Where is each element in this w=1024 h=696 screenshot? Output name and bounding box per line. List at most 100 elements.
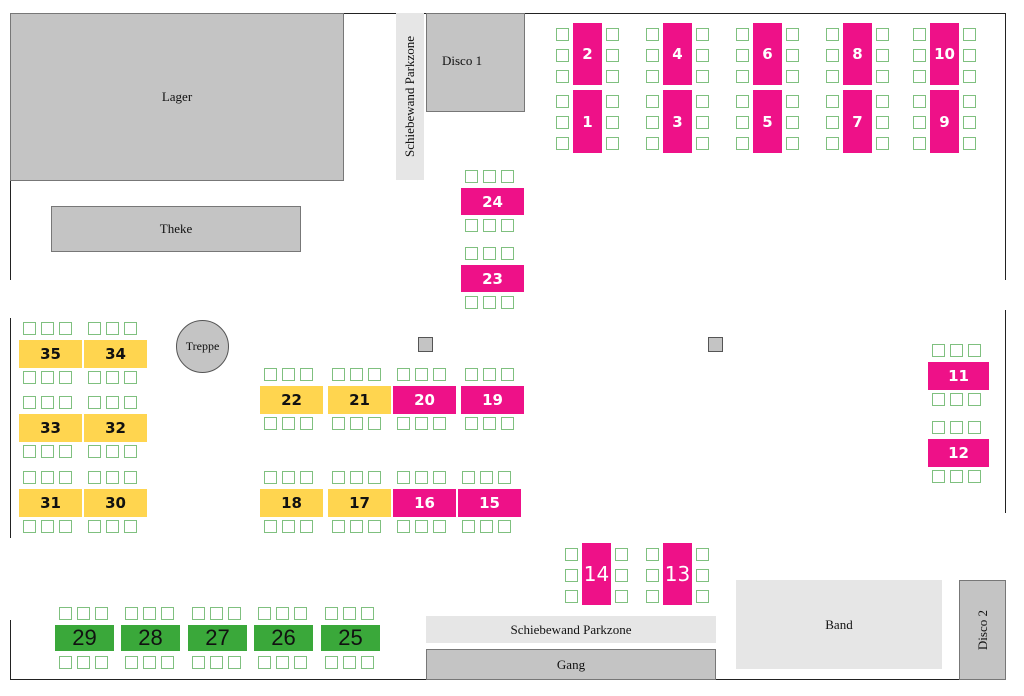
table-28[interactable]: 28 [121, 625, 180, 651]
table-20-number: 20 [414, 391, 435, 409]
table-6-number: 6 [762, 45, 773, 63]
chair [397, 417, 410, 430]
table-8[interactable]: 8 [843, 23, 872, 85]
chair [968, 470, 981, 483]
table-33[interactable]: 33 [19, 414, 82, 442]
table-29-number: 29 [72, 625, 97, 650]
schiebewand-horizontal-label: Schiebewand Parkzone [510, 621, 632, 637]
chair [480, 471, 493, 484]
chair [876, 70, 889, 83]
chair [368, 471, 381, 484]
treppe-label: Treppe [185, 339, 220, 353]
band-stage: Band [736, 580, 942, 669]
chair [415, 368, 428, 381]
table-27[interactable]: 27 [188, 625, 247, 651]
table-24[interactable]: 24 [461, 188, 524, 215]
chair [646, 137, 659, 150]
table-31[interactable]: 31 [19, 489, 82, 517]
table-12[interactable]: 12 [928, 439, 989, 467]
chair [696, 548, 709, 561]
disco-2-label: Disco 2 [974, 609, 990, 651]
table-3[interactable]: 3 [663, 90, 692, 153]
table-9[interactable]: 9 [930, 90, 959, 153]
chair [88, 371, 101, 384]
table-11[interactable]: 11 [928, 362, 989, 390]
chair [465, 219, 478, 232]
table-16[interactable]: 16 [393, 489, 456, 517]
table-6[interactable]: 6 [753, 23, 782, 85]
chair [124, 396, 137, 409]
chair [350, 520, 363, 533]
wall-left-upper [10, 180, 11, 280]
table-2[interactable]: 2 [573, 23, 602, 85]
treppe-stairs: Treppe [176, 320, 229, 373]
chair [59, 371, 72, 384]
chair [210, 607, 223, 620]
table-35[interactable]: 35 [19, 340, 82, 368]
chair [826, 116, 839, 129]
table-26[interactable]: 26 [254, 625, 313, 651]
table-34[interactable]: 34 [84, 340, 147, 368]
table-1[interactable]: 1 [573, 90, 602, 153]
table-25-number: 25 [338, 625, 363, 650]
chair [501, 417, 514, 430]
chair [125, 656, 138, 669]
table-32-number: 32 [105, 419, 126, 437]
chair [826, 49, 839, 62]
chair [88, 520, 101, 533]
chair [950, 344, 963, 357]
table-4-number: 4 [672, 45, 683, 63]
chair [59, 396, 72, 409]
disco-1-label: Disco 1 [442, 53, 483, 68]
chair [106, 445, 119, 458]
chair [736, 70, 749, 83]
table-7[interactable]: 7 [843, 90, 872, 153]
chair [294, 656, 307, 669]
chair [786, 28, 799, 41]
table-20[interactable]: 20 [393, 386, 456, 414]
chair [106, 520, 119, 533]
chair [876, 95, 889, 108]
chair [913, 70, 926, 83]
table-10[interactable]: 10 [930, 23, 959, 85]
table-14[interactable]: 14 [582, 543, 611, 605]
table-13[interactable]: 13 [663, 543, 692, 605]
table-32[interactable]: 32 [84, 414, 147, 442]
table-17[interactable]: 17 [328, 489, 391, 517]
table-18[interactable]: 18 [260, 489, 323, 517]
table-15[interactable]: 15 [458, 489, 521, 517]
chair [332, 417, 345, 430]
disco-1-area: Disco 1 [426, 13, 525, 112]
table-23[interactable]: 23 [461, 265, 524, 292]
chair [913, 49, 926, 62]
chair [161, 607, 174, 620]
table-4[interactable]: 4 [663, 23, 692, 85]
table-5[interactable]: 5 [753, 90, 782, 153]
chair [876, 116, 889, 129]
chair [826, 95, 839, 108]
table-22[interactable]: 22 [260, 386, 323, 414]
chair [124, 520, 137, 533]
gang-corridor: Gang [426, 649, 716, 680]
table-25[interactable]: 25 [321, 625, 380, 651]
chair [361, 656, 374, 669]
table-21[interactable]: 21 [328, 386, 391, 414]
chair [696, 137, 709, 150]
chair [913, 137, 926, 150]
table-29[interactable]: 29 [55, 625, 114, 651]
chair [264, 520, 277, 533]
chair [95, 656, 108, 669]
chair [556, 95, 569, 108]
chair [77, 607, 90, 620]
chair [210, 656, 223, 669]
chair [77, 656, 90, 669]
chair [23, 322, 36, 335]
table-19[interactable]: 19 [461, 386, 524, 414]
chair [415, 417, 428, 430]
chair [483, 170, 496, 183]
chair [480, 520, 493, 533]
table-30[interactable]: 30 [84, 489, 147, 517]
chair [300, 471, 313, 484]
lager-area: Lager [10, 13, 344, 181]
chair [350, 417, 363, 430]
